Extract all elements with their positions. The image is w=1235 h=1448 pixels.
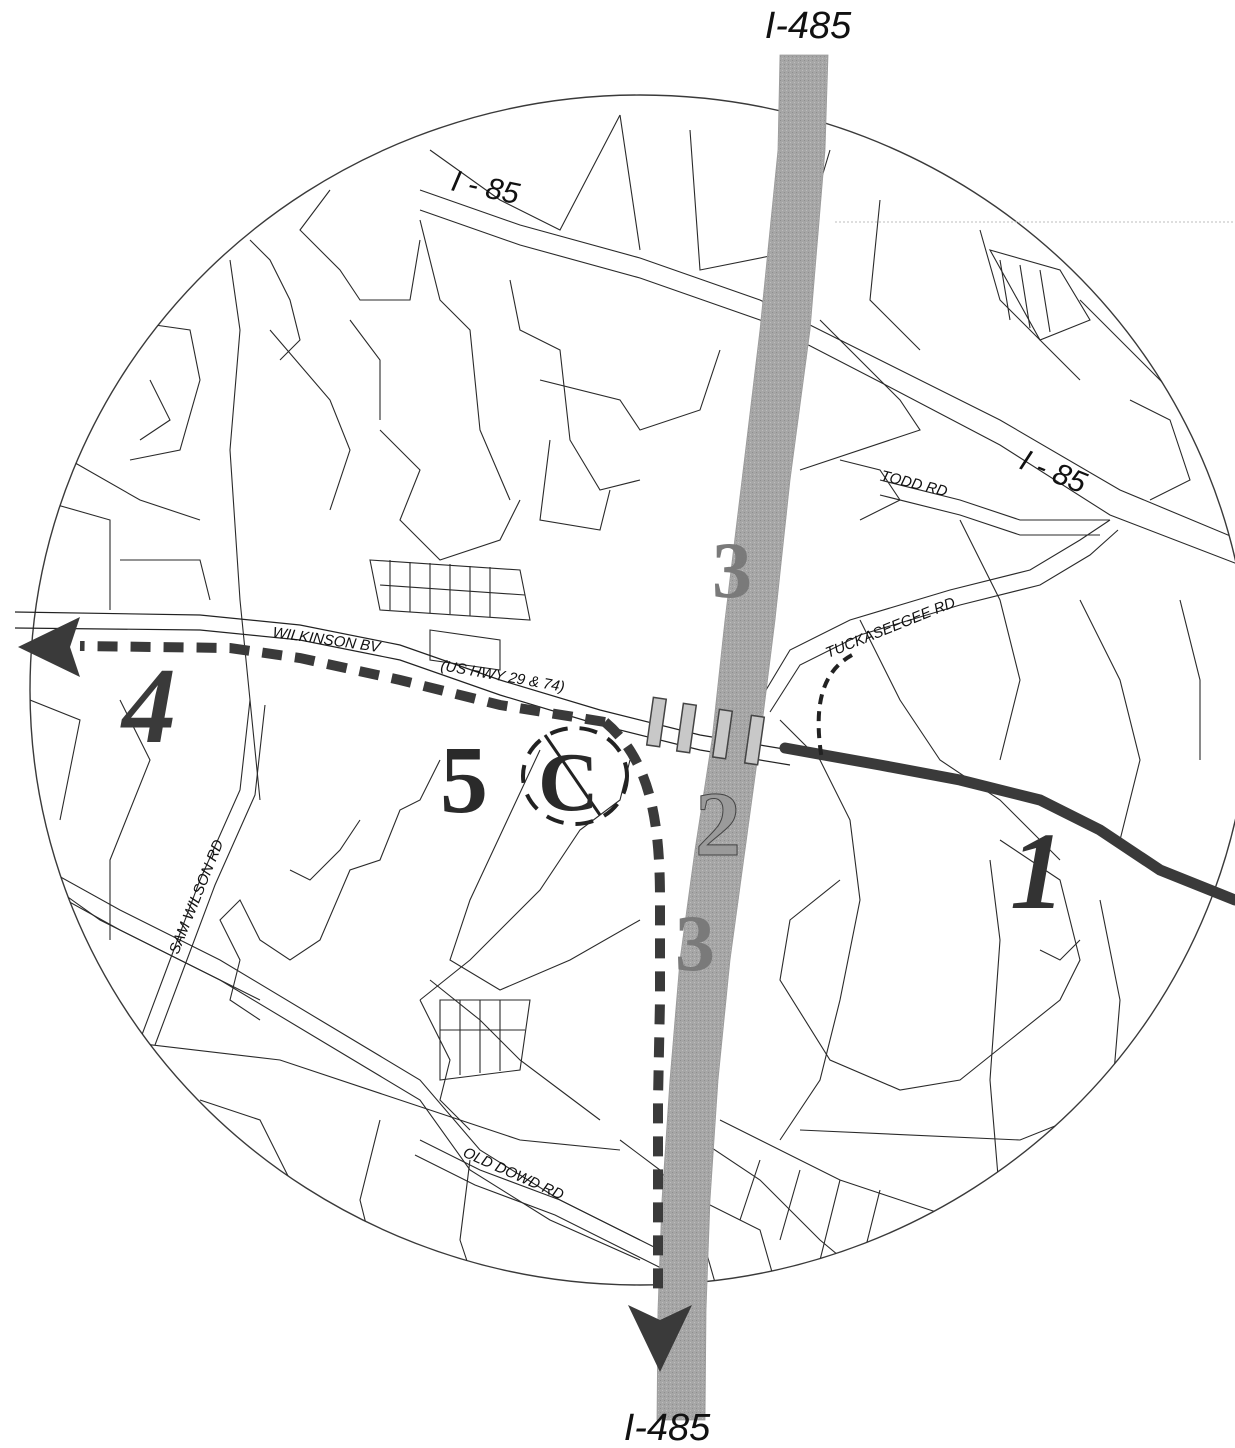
route-alt-1[interactable]: [779, 742, 1235, 906]
centerline-icon: [521, 726, 629, 826]
centerline-letter: C: [538, 736, 599, 829]
alt-5-label[interactable]: 5: [440, 726, 488, 833]
i485-corridor[interactable]: [656, 54, 829, 1421]
i485-south-label: I-485: [624, 1407, 711, 1448]
interchange-ramps[interactable]: [645, 696, 766, 766]
route-alt-3-south[interactable]: [601, 718, 665, 1300]
alt-3-north-label[interactable]: 3: [712, 527, 752, 615]
alt-1-label[interactable]: 1: [1010, 810, 1065, 932]
parcel-lines: [30, 114, 1235, 1285]
arrow-down-icon: [628, 1305, 692, 1372]
study-area-boundary: [29, 94, 1235, 1286]
arrow-left-icon: [18, 617, 80, 677]
i485-north-label: I-485: [765, 5, 852, 47]
alt-4-label[interactable]: 4: [120, 647, 176, 766]
alt-2-label[interactable]: 2: [695, 773, 742, 876]
alt-3-south-label[interactable]: 3: [675, 900, 715, 988]
route-alt-4[interactable]: [79, 641, 606, 727]
